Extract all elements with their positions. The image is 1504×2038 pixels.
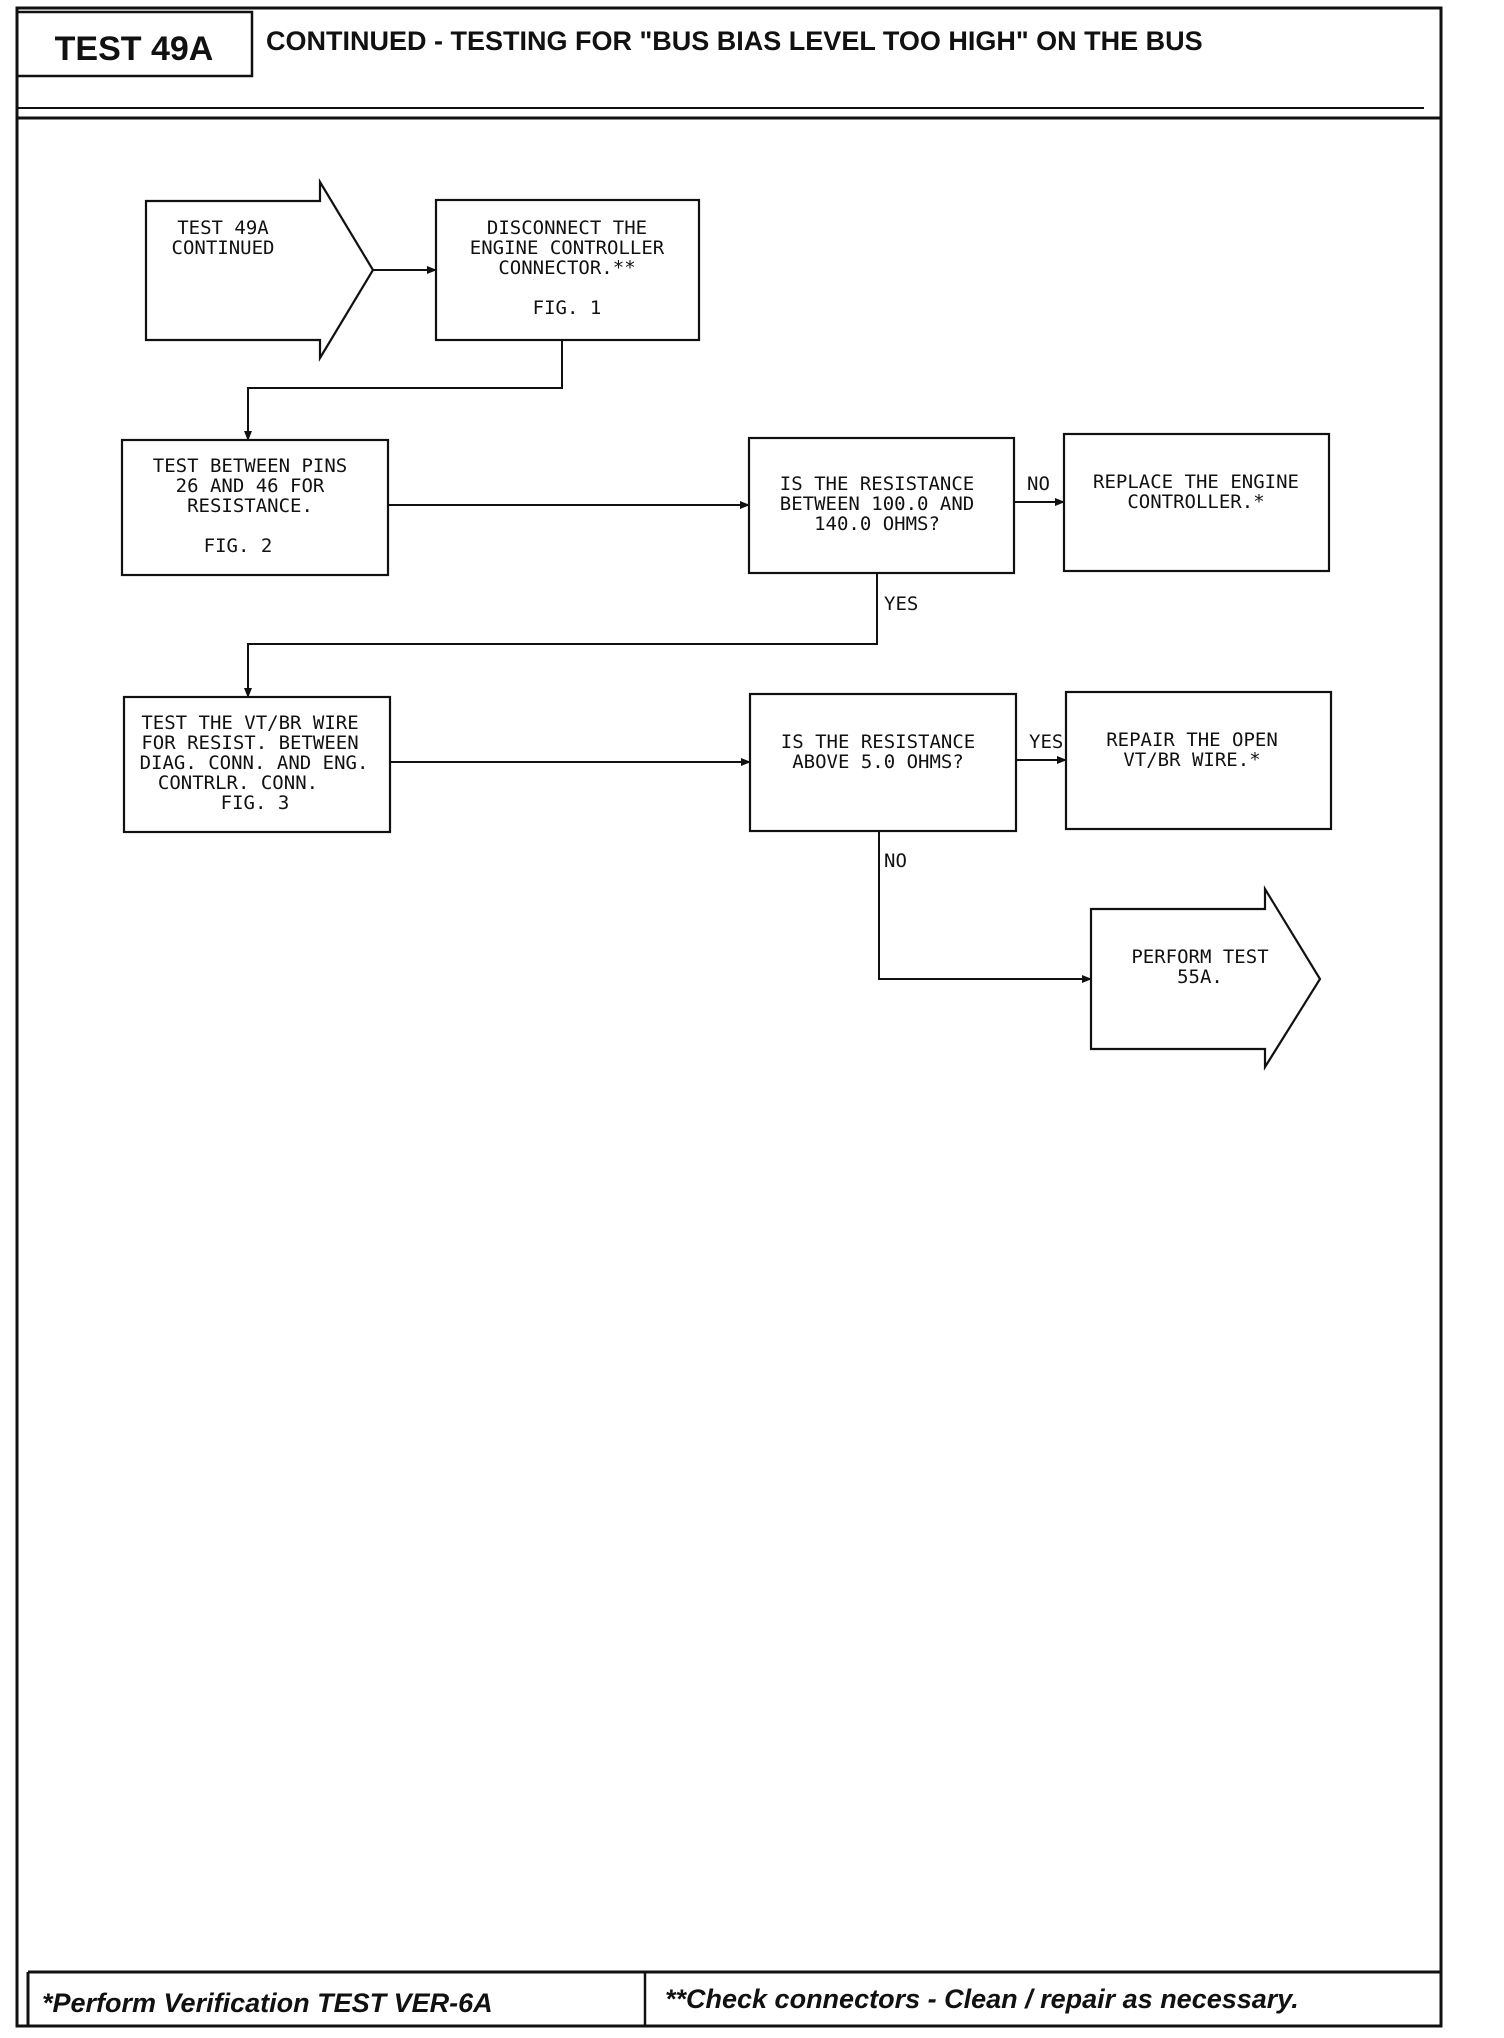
decision-range-line-2: BETWEEN 100.0 AND <box>780 493 974 515</box>
connector-decision-no-to-end <box>878 831 1092 983</box>
footer-right-note: **Check connectors - Clean / repair as n… <box>665 1984 1299 2014</box>
test-wire-line-4: CONTRLR. CONN. <box>158 772 318 794</box>
replace-controller-line-1: REPLACE THE ENGINE <box>1093 471 1299 493</box>
test-id-box <box>15 10 254 78</box>
decision-above-line-2: ABOVE 5.0 OHMS? <box>792 751 964 773</box>
page-title: CONTINUED - TESTING FOR "BUS BIAS LEVEL … <box>266 26 1203 56</box>
test-wire-line-2: FOR RESIST. BETWEEN <box>141 732 358 754</box>
action-replace-controller-box: REPLACE THE ENGINE CONTROLLER.* <box>1062 432 1331 573</box>
branch-label-no-1: NO <box>1027 473 1050 495</box>
connectors <box>244 266 1092 983</box>
repair-wire-line-2: VT/BR WIRE.* <box>1123 749 1260 771</box>
test-pins-fig-label: FIG. 2 <box>204 535 273 557</box>
disconnect-fig-label: FIG. 1 <box>533 297 602 319</box>
disconnect-line-1: DISCONNECT THE <box>487 217 647 239</box>
header: TEST 49A CONTINUED - TESTING FOR "BUS BI… <box>15 10 1441 120</box>
branch-label-yes-1: YES <box>884 593 918 615</box>
footer: *Perform Verification TEST VER-6A **Chec… <box>26 1970 1441 2026</box>
test-pins-line-3: RESISTANCE. <box>187 495 313 517</box>
branch-label-yes-2: YES <box>1029 731 1063 753</box>
test-wire-line-3: DIAG. CONN. AND ENG. <box>140 752 369 774</box>
end-node: PERFORM TEST 55A. <box>1089 885 1322 1071</box>
replace-controller-line-2: CONTROLLER.* <box>1127 491 1264 513</box>
connector-disconnect-to-test-pins <box>244 340 563 441</box>
disconnect-line-2: ENGINE CONTROLLER <box>470 237 665 259</box>
start-line-2: CONTINUED <box>172 237 275 259</box>
decision-above-line-1: IS THE RESISTANCE <box>781 731 975 753</box>
decision-range-line-3: 140.0 OHMS? <box>814 513 940 535</box>
test-id: TEST 49A <box>55 30 214 68</box>
end-line-2: 55A. <box>1177 966 1223 988</box>
branch-label-no-2: NO <box>884 850 907 872</box>
test-wire-fig-label: FIG. 3 <box>221 792 290 814</box>
test-pins-line-2: 26 AND 46 FOR <box>176 475 325 497</box>
step-test-pins-box: TEST BETWEEN PINS 26 AND 46 FOR RESISTAN… <box>120 438 390 577</box>
footer-left-note: *Perform Verification TEST VER-6A <box>42 1988 493 2018</box>
start-node: TEST 49A CONTINUED <box>144 178 375 362</box>
decision-resistance-range-box: IS THE RESISTANCE BETWEEN 100.0 AND 140.… <box>747 436 1016 575</box>
end-line-1: PERFORM TEST <box>1131 946 1268 968</box>
repair-wire-line-1: REPAIR THE OPEN <box>1106 729 1278 751</box>
decision-resistance-above-box: IS THE RESISTANCE ABOVE 5.0 OHMS? <box>748 692 1018 833</box>
disconnect-line-3: CONNECTOR.** <box>498 257 635 279</box>
test-wire-line-1: TEST THE VT/BR WIRE <box>141 712 358 734</box>
test-pins-line-1: TEST BETWEEN PINS <box>153 455 347 477</box>
action-repair-wire-box: REPAIR THE OPEN VT/BR WIRE.* <box>1064 690 1333 831</box>
step-disconnect-box: DISCONNECT THE ENGINE CONTROLLER CONNECT… <box>434 198 701 342</box>
decision-range-line-1: IS THE RESISTANCE <box>780 473 974 495</box>
page-border <box>15 6 1443 2028</box>
step-test-wire-box: TEST THE VT/BR WIRE FOR RESIST. BETWEEN … <box>122 695 392 834</box>
start-line-1: TEST 49A <box>177 217 269 239</box>
connector-decision-yes-to-test-wire <box>244 573 878 698</box>
